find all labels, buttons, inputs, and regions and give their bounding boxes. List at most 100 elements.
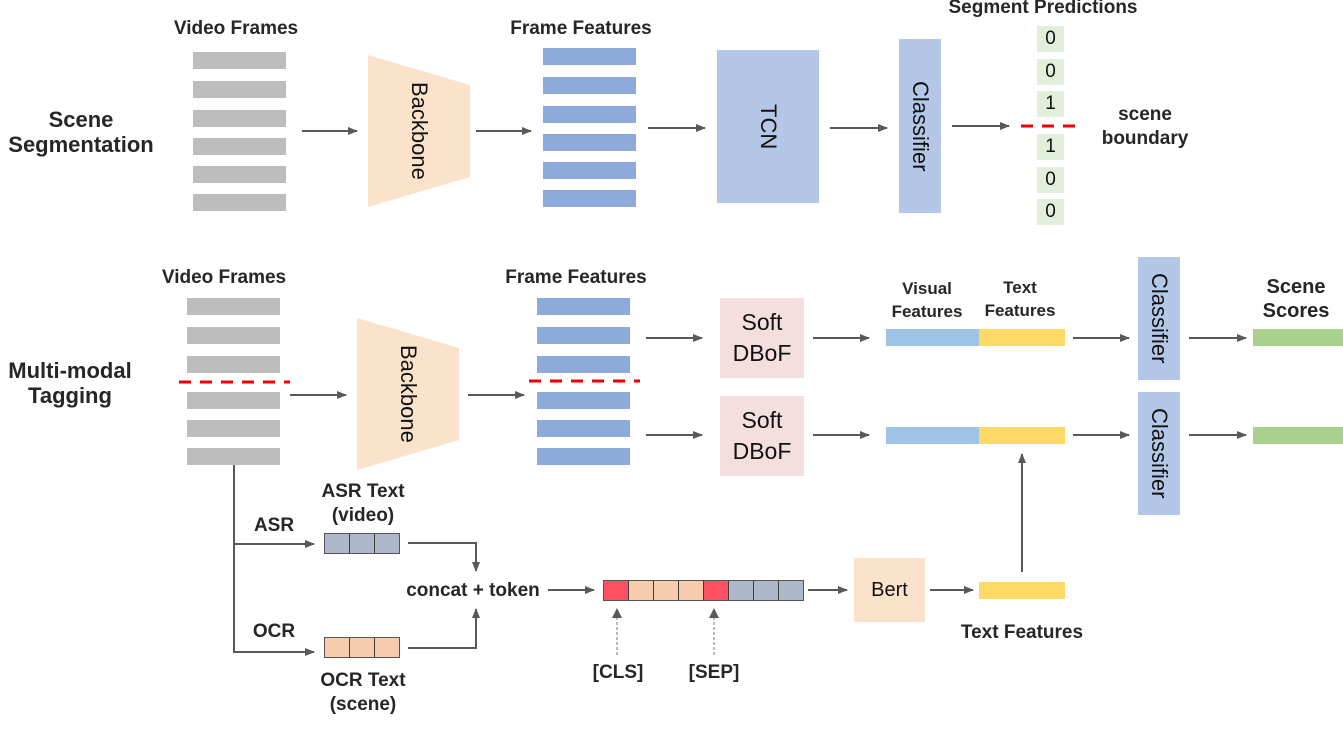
arrow-asr-to-concat — [408, 542, 480, 572]
tcn-label: TCN — [756, 103, 781, 150]
asr-token — [325, 534, 350, 553]
asr-text-label-line: (video) — [331, 505, 395, 526]
backbone-block-top: Backbone — [368, 55, 470, 207]
frame-features-label-2: Frame Features — [505, 267, 647, 288]
ocr-text-label-line: (scene) — [329, 694, 397, 715]
ocr-token — [325, 638, 350, 657]
segment-predictions-label: Segment Predictions — [948, 0, 1138, 18]
prediction-cell: 0 — [1037, 59, 1064, 85]
frame-feature — [543, 106, 636, 123]
classifier-block-top: Classifier — [899, 39, 941, 213]
section-label-line: Segmentation — [8, 132, 154, 157]
section-label-scene-segmentation: Scene Segmentation — [0, 107, 176, 157]
text-feature-bar — [979, 329, 1065, 346]
frame-feature — [537, 448, 630, 465]
frame-feature — [537, 356, 630, 373]
prediction-cell: 1 — [1037, 134, 1064, 160]
ocr-token — [679, 581, 704, 600]
ocr-token — [350, 638, 375, 657]
asr-token — [754, 581, 779, 600]
video-frames-label-2: Video Frames — [161, 267, 287, 288]
soft-dbof-label-line: DBoF — [732, 438, 792, 464]
soft-dbof-label-line: Soft — [741, 407, 783, 433]
bert-label: Bert — [871, 578, 908, 601]
sep-token — [704, 581, 729, 600]
backbone-shape-bottom — [357, 318, 459, 470]
frame-feature — [537, 392, 630, 409]
prediction-cell: 0 — [1037, 199, 1064, 225]
token-sequence — [603, 580, 804, 601]
scene-boundary-label-line: boundary — [1101, 128, 1189, 149]
prediction-cell: 0 — [1037, 26, 1064, 52]
scene-scores-label-line: Scores — [1262, 300, 1330, 322]
video-frame — [193, 81, 286, 98]
soft-dbof-block-2: Soft DBoF — [720, 396, 804, 476]
text-feature-output-bar — [979, 582, 1065, 599]
text-features-label: Text Features — [960, 622, 1084, 643]
video-frame — [187, 392, 280, 409]
asr-text-label: ASR Text (video) — [303, 480, 423, 528]
classifier-label: Classifier — [1147, 408, 1172, 499]
section-label-line: Multi-modal — [8, 358, 132, 383]
arrow-ocr-to-concat — [408, 608, 480, 649]
soft-dbof-label-line: DBoF — [732, 340, 792, 366]
visual-features-label-line: Visual — [902, 279, 952, 298]
text-feature-bar — [979, 427, 1065, 444]
frame-feature — [543, 162, 636, 179]
classifier-label: Classifier — [908, 80, 933, 172]
classifier-block-1: Classifier — [1138, 257, 1180, 380]
soft-dbof-block-1: Soft DBoF — [720, 298, 804, 378]
frame-feature — [537, 420, 630, 437]
asr-text-label-line: ASR Text — [321, 481, 405, 502]
prediction-cell: 1 — [1037, 91, 1064, 117]
ocr-branch-label: OCR — [252, 621, 296, 642]
frame-feature — [543, 134, 636, 151]
backbone-block-bottom: Backbone — [357, 318, 459, 470]
frame-feature — [543, 190, 636, 207]
backbone-label: Backbone — [407, 82, 432, 180]
scene-scores-label: Scene Scores — [1246, 275, 1343, 323]
video-frame — [193, 194, 286, 211]
section-label-line: Scene — [48, 107, 114, 132]
prediction-cell: 0 — [1037, 167, 1064, 193]
classifier-block-2: Classifier — [1138, 392, 1180, 515]
classifier-label: Classifier — [1147, 273, 1172, 364]
visual-features-label: Visual Features — [876, 277, 978, 323]
cls-token — [604, 581, 629, 600]
sep-token-label: [SEP] — [688, 662, 740, 683]
video-frame — [193, 166, 286, 183]
video-frames-label: Video Frames — [173, 18, 299, 39]
video-frame — [187, 448, 280, 465]
soft-dbof-label-line: Soft — [741, 309, 783, 335]
backbone-label: Backbone — [396, 345, 421, 443]
asr-token — [350, 534, 375, 553]
ocr-text-label-line: OCR Text — [320, 670, 406, 691]
asr-branch-label: ASR — [253, 515, 295, 536]
asr-token-row — [324, 533, 400, 554]
video-frame — [193, 110, 286, 127]
video-frame — [187, 327, 280, 344]
visual-feature-bar — [886, 329, 979, 346]
scene-boundary-label-line: scene — [1118, 104, 1172, 125]
video-frame — [193, 138, 286, 155]
frame-feature — [537, 327, 630, 344]
ocr-text-label: OCR Text (scene) — [303, 669, 423, 717]
tcn-block: TCN — [717, 50, 819, 203]
video-frame — [193, 52, 286, 69]
text-features-label-line: Features — [984, 301, 1056, 320]
section-label-multimodal-tagging: Multi-modal Tagging — [0, 358, 144, 408]
concat-token-label: concat + token — [406, 580, 540, 601]
frame-features-label: Frame Features — [510, 18, 652, 39]
video-frame — [187, 356, 280, 373]
asr-token — [729, 581, 754, 600]
bert-block: Bert — [854, 558, 925, 622]
video-frame — [187, 298, 280, 315]
text-features-header-label: Text Features — [970, 276, 1070, 322]
scene-score-bar-1 — [1253, 329, 1343, 346]
scene-boundary-label: scene boundary — [1090, 103, 1200, 151]
frame-feature — [543, 77, 636, 94]
pointer-cls-head — [612, 608, 622, 618]
scene-scores-label-line: Scene — [1266, 276, 1326, 298]
cls-token-label: [CLS] — [592, 662, 644, 683]
